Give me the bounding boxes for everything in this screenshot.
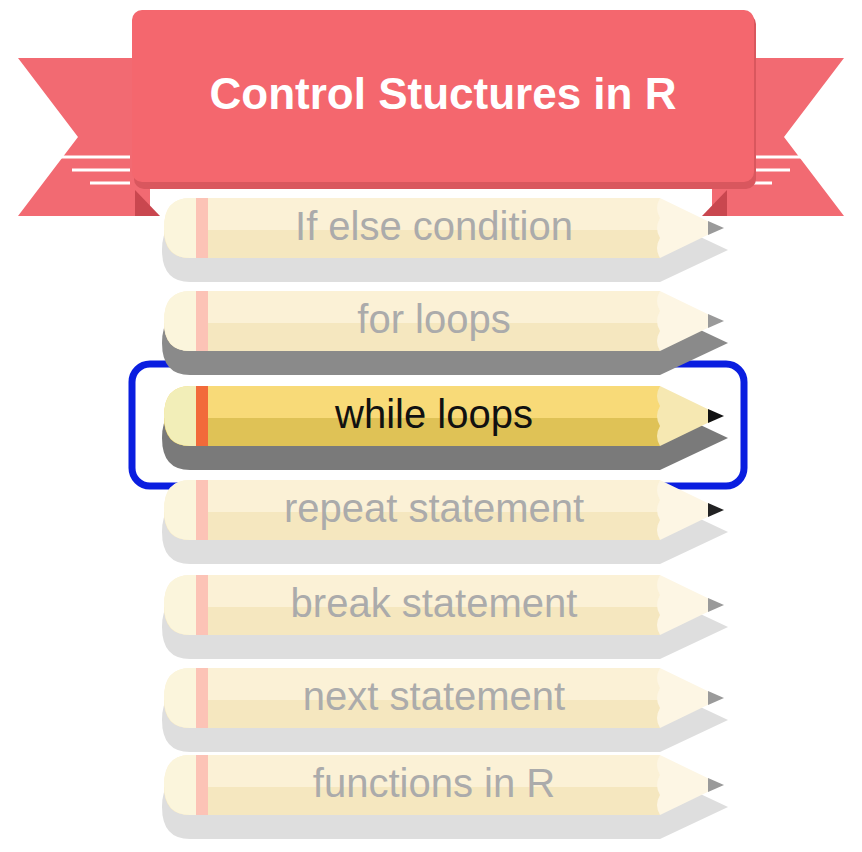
pencil-eraser xyxy=(164,575,196,635)
pencil-lead xyxy=(708,409,724,423)
pencil-item: next statement xyxy=(160,668,740,760)
pencil-band xyxy=(196,480,208,540)
pencil-lead xyxy=(708,314,724,328)
speed-line xyxy=(72,169,130,172)
pencil-band xyxy=(196,386,208,446)
pencil-item: break statement xyxy=(160,575,740,667)
pencil-item: for loops xyxy=(160,291,740,383)
pencil-band xyxy=(196,198,208,258)
banner-title: Control Stuctures in R xyxy=(210,68,677,120)
pencil-lead xyxy=(708,221,724,235)
pencil-item: repeat statement xyxy=(160,480,740,572)
pencil-band xyxy=(196,668,208,728)
ribbon-fold xyxy=(135,190,160,216)
pencil-band xyxy=(196,575,208,635)
pencil-lead xyxy=(708,598,724,612)
pencil-label: If else condition xyxy=(295,196,573,256)
pencil-label: while loops xyxy=(335,384,533,444)
pencil-eraser xyxy=(164,198,196,258)
speed-line xyxy=(60,156,130,159)
pencil-item: functions in R xyxy=(160,755,740,847)
speed-line xyxy=(90,182,130,185)
pencil-lead xyxy=(708,691,724,705)
pencil-label: repeat statement xyxy=(284,478,584,538)
pencil-item: while loops xyxy=(160,386,740,478)
pencil-eraser xyxy=(164,386,196,446)
pencil-eraser xyxy=(164,291,196,351)
pencil-eraser xyxy=(164,480,196,540)
pencil-eraser xyxy=(164,668,196,728)
pencil-band xyxy=(196,291,208,351)
pencil-label: functions in R xyxy=(313,753,555,813)
pencil-lead xyxy=(708,778,724,792)
pencil-item: If else condition xyxy=(160,198,740,290)
pencil-eraser xyxy=(164,755,196,815)
banner xyxy=(132,10,754,182)
ribbon-fold xyxy=(702,190,727,216)
pencil-label: for loops xyxy=(357,289,510,349)
pencil-label: next statement xyxy=(303,666,565,726)
pencil-lead xyxy=(708,503,724,517)
ribbon-tail xyxy=(18,58,150,216)
pencil-band xyxy=(196,755,208,815)
highlight-frame xyxy=(132,364,744,486)
pencil-label: break statement xyxy=(291,573,578,633)
